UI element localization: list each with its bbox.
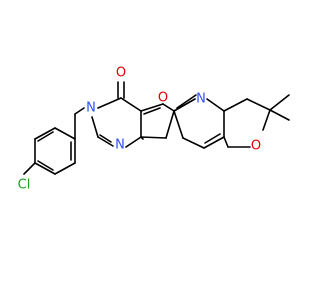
chemical-structure: O O O N N N Cl	[18, 66, 290, 193]
atom-nitrogen-imine: N	[115, 138, 125, 153]
bond-lines	[23, 81, 290, 175]
atom-oxygen-furan: O	[158, 91, 168, 106]
atom-chlorine: Cl	[18, 178, 31, 193]
atom-oxygen-pyran: O	[251, 139, 261, 154]
atom-oxygen-carbonyl: O	[116, 66, 126, 81]
atom-nitrogen-pyridine: N	[196, 92, 206, 107]
atom-nitrogen-amide: N	[86, 101, 96, 116]
